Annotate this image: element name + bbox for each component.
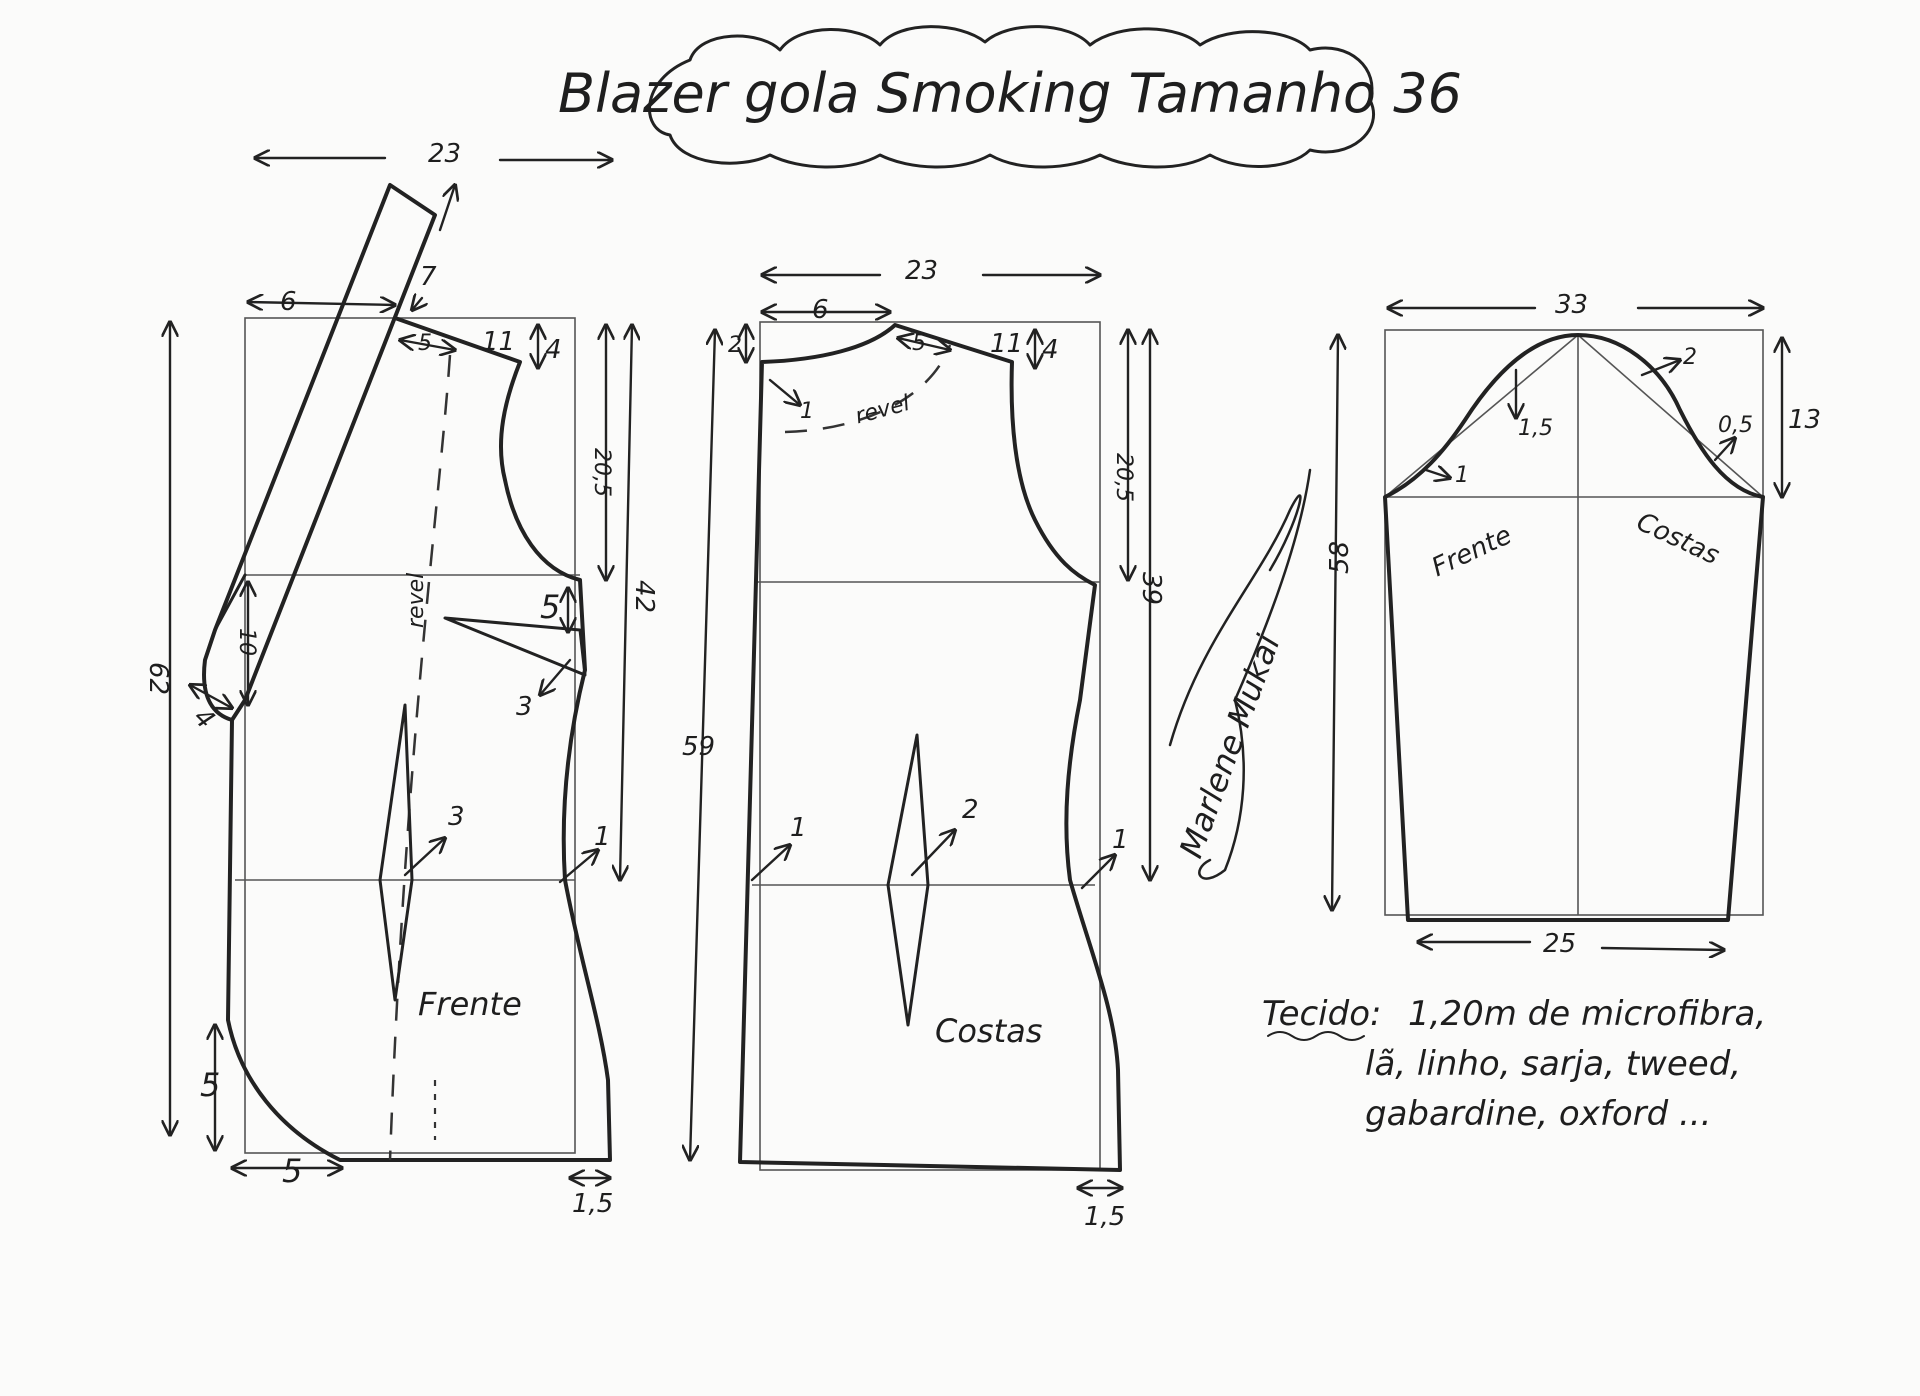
- back-measure-waist-dart: 2: [962, 795, 979, 825]
- front-collar-edge: [213, 573, 247, 632]
- back-measure-side: 39: [1136, 572, 1166, 605]
- back-neck-arrow: [898, 338, 950, 350]
- front-collar-4-arrow: [190, 685, 232, 708]
- front-measure-armhole: 20,5: [589, 448, 614, 497]
- sleeve-measure-length: 58: [1325, 541, 1355, 574]
- back-measure-waist-1-left: 1: [790, 813, 807, 843]
- back-measure-facing-1: 1: [800, 399, 814, 424]
- front-collar-top-pointer: [412, 298, 422, 310]
- sleeve-measure-front-1: 1: [1455, 463, 1469, 488]
- front-waist-dart: [378, 703, 414, 1002]
- front-label: Frente: [418, 985, 522, 1023]
- back-measure-neck-rise: 2: [728, 333, 742, 358]
- fabric-heading-underline: [1267, 1031, 1365, 1041]
- front-measure-side: 42: [629, 580, 659, 613]
- sleeve-back-guide: [1577, 334, 1764, 498]
- front-piece: 23 6 5 11 4 20,5 42 62 7 10 4 5 3 3 1 5 …: [143, 139, 659, 1219]
- front-waist-dart-arrow: [403, 838, 445, 877]
- back-facing-1-arrow: [768, 378, 800, 405]
- front-measure-hem-curve-h: 5: [282, 1152, 302, 1190]
- front-measure-waist-dart: 3: [448, 802, 465, 832]
- back-measure-shoulder: 11: [990, 329, 1023, 359]
- page-title: Blazer gola Smoking Tamanho 36: [558, 62, 1462, 125]
- front-guide-box: [244, 317, 576, 1154]
- title-cloud: Blazer gola Smoking Tamanho 36: [558, 25, 1462, 169]
- sleeve-bottom-arrow-right: [1600, 948, 1724, 950]
- front-measure-shoulder: 11: [482, 327, 515, 357]
- sleeve-measure-back-05: 0,5: [1718, 413, 1753, 438]
- fabric-line-3: gabardine, oxford ...: [1365, 1094, 1711, 1134]
- front-measure-bust-dart: 3: [516, 692, 533, 722]
- back-measure-length: 59: [682, 732, 715, 762]
- front-neck-arrow: [400, 340, 455, 350]
- front-bust-dart-arrow: [540, 658, 572, 695]
- sleeve-back-label: Costas: [1632, 507, 1724, 571]
- sleeve-back-05-arrow: [1713, 438, 1735, 462]
- front-measure-collar-top: 7: [420, 262, 437, 292]
- sleeve-measure-back-2: 2: [1683, 345, 1697, 370]
- back-measure-neck-offset: 6: [812, 295, 829, 325]
- sleeve-front-label: Frente: [1427, 520, 1516, 583]
- back-facing-label: revel: [853, 391, 913, 429]
- back-outline: [738, 323, 1122, 1172]
- back-measure-waist-1-right: 1: [1112, 825, 1129, 855]
- back-guide-box: [759, 321, 1101, 1171]
- front-bust-dart: [443, 616, 587, 677]
- front-facing-label: revel: [404, 573, 429, 628]
- back-piece: 23 6 2 5 11 4 20,5 39 59 1 revel 2 1 1 1…: [682, 256, 1166, 1232]
- front-measure-drop: 4: [545, 335, 562, 365]
- front-measure-bust-dart-height: 5: [540, 588, 560, 626]
- sleeve-length-arrow: [1332, 335, 1338, 910]
- front-measure-hem-curve-v: 5: [200, 1066, 220, 1104]
- back-measure-width-top: 23: [905, 256, 938, 286]
- signature-text: Marlene Mukai: [1172, 630, 1288, 863]
- sleeve-piece: 33 25 13 58 1 1,5 2 0,5 Frente Costas: [1325, 290, 1821, 959]
- back-measure-armhole: 20,5: [1111, 453, 1136, 502]
- back-waist-1-left-arrow: [750, 845, 790, 882]
- back-measure-neck: 5: [912, 331, 926, 356]
- sleeve-outline: [1383, 333, 1765, 922]
- back-waist-1-right-arrow: [1080, 855, 1115, 890]
- fabric-line-1: 1,20m de microfibra,: [1408, 994, 1766, 1034]
- sleeve-measure-cap: 13: [1788, 405, 1821, 435]
- sleeve-measure-front-15: 1,5: [1518, 416, 1553, 441]
- back-measure-drop: 4: [1042, 335, 1059, 365]
- sleeve-measure-bottom: 25: [1543, 929, 1576, 959]
- signature: Marlene Mukai: [1168, 468, 1312, 880]
- back-waist-dart: [886, 733, 930, 1027]
- front-side-arrow: [620, 325, 632, 880]
- front-collar-top-arrow: [438, 185, 455, 232]
- front-measure-width-top: 23: [428, 139, 461, 169]
- sleeve-measure-width: 33: [1555, 290, 1588, 320]
- front-outline: [226, 316, 612, 1162]
- back-measure-hem-side: 1,5: [1084, 1202, 1125, 1232]
- sleeve-front-1-arrow: [1424, 470, 1450, 478]
- fabric-line-2: lã, linho, sarja, tweed,: [1365, 1044, 1741, 1084]
- back-label: Costas: [935, 1012, 1042, 1050]
- front-measure-neck: 5: [418, 331, 432, 356]
- front-waist-1-arrow: [558, 850, 598, 884]
- fabric-note: Tecido: 1,20m de microfibra, lã, linho, …: [1262, 994, 1766, 1134]
- front-facing-line: [388, 354, 452, 1161]
- front-measure-collar-10: 10: [234, 628, 259, 656]
- sleeve-back-2-arrow: [1640, 360, 1680, 377]
- sleeve-guide-box: [1384, 329, 1764, 916]
- back-length-arrow: [690, 330, 715, 1160]
- back-waist-dart-arrow: [910, 830, 955, 877]
- front-measure-length: 62: [143, 662, 173, 695]
- sleeve-front-guide: [1384, 334, 1579, 498]
- front-shoulder-offset-arrow: [248, 302, 395, 305]
- front-measure-hem-side: 1,5: [572, 1189, 613, 1219]
- fabric-heading: Tecido:: [1262, 994, 1381, 1034]
- front-measure-waist-1: 1: [594, 822, 611, 852]
- front-measure-shoulder-offset: 6: [280, 287, 297, 317]
